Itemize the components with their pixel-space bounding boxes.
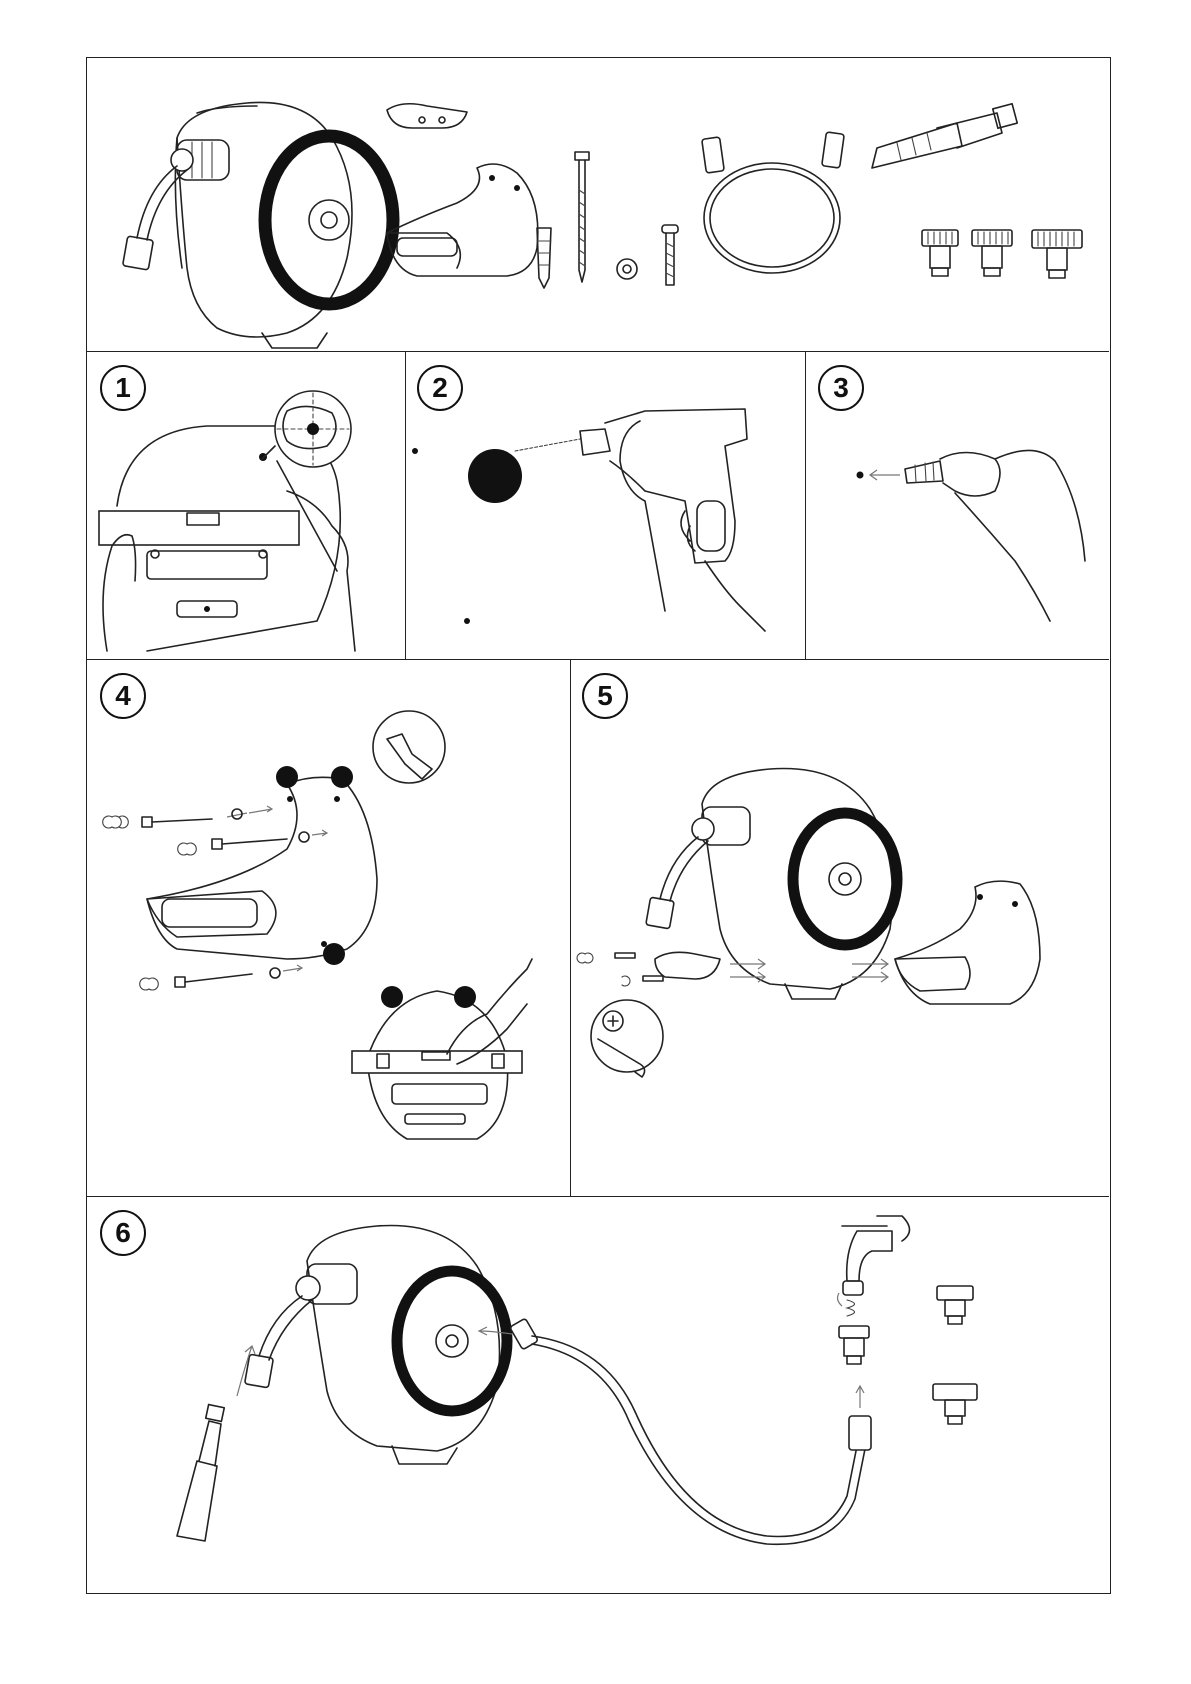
step-4-panel: 4 xyxy=(87,659,570,1196)
step-6-panel: 6 xyxy=(87,1196,1109,1592)
wall-bracket-icon xyxy=(895,881,1040,1004)
wall-bracket-icon xyxy=(377,158,547,288)
bracket-clip-icon xyxy=(382,98,482,138)
drill-icon xyxy=(405,351,805,659)
step-1-panel: 1 xyxy=(87,351,405,659)
tap-adapter-icon xyxy=(922,230,1102,290)
hose-reel-icon xyxy=(97,78,397,358)
screw-set-3 xyxy=(140,965,302,990)
hose-icon xyxy=(692,128,862,278)
bracket-marking-illustration xyxy=(87,351,397,651)
spray-nozzle-icon xyxy=(177,1346,255,1541)
parts-panel xyxy=(87,58,1109,351)
tap-adapter-icon xyxy=(933,1286,977,1424)
step-2-panel: 2 xyxy=(405,351,805,659)
spirit-level-icon xyxy=(352,959,532,1139)
tap-icon xyxy=(838,1216,910,1364)
screwdriver-icon xyxy=(591,1000,663,1077)
spray-nozzle-icon xyxy=(867,98,1027,178)
step-5-panel: 5 xyxy=(570,659,1109,1196)
hose-icon xyxy=(479,1318,871,1544)
screw-set-1 xyxy=(103,806,272,828)
screw-set-2 xyxy=(178,830,327,855)
instruction-sheet: 1 2 xyxy=(86,57,1111,1594)
wall-plug-icon xyxy=(529,223,559,293)
insert-wall-plug-illustration xyxy=(805,351,1109,659)
mount-bracket-illustration xyxy=(87,659,570,1196)
hose-reel-icon xyxy=(245,1226,507,1465)
connect-hose-illustration xyxy=(87,1196,1109,1592)
step-3-panel: 3 xyxy=(805,351,1109,659)
short-screw-icon xyxy=(655,223,685,293)
washer-icon xyxy=(612,254,642,284)
attach-reel-illustration xyxy=(570,659,1109,1196)
screw-icon xyxy=(567,150,597,290)
